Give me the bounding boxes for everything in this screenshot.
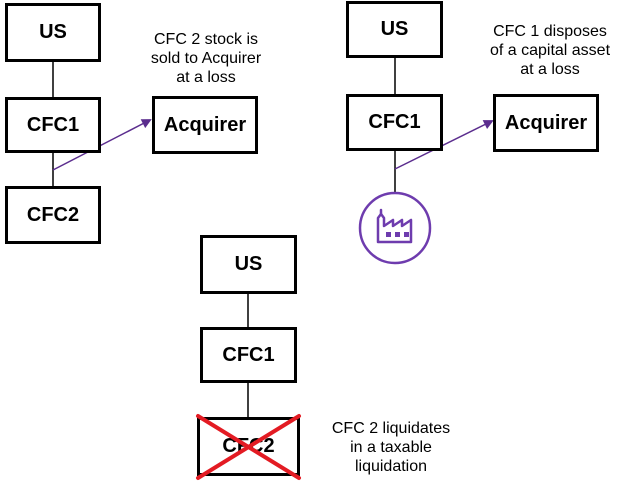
s2-us-label: US: [380, 18, 409, 40]
s2-us-box: US: [346, 1, 443, 58]
s2-acquirer-box: Acquirer: [493, 94, 599, 152]
factory-icon: [358, 191, 432, 265]
s1-cfc2-box: CFC2: [5, 186, 101, 244]
s2-note: CFC 1 disposes of a capital asset at a l…: [470, 22, 630, 79]
s1-note: CFC 2 stock is sold to Acquirer at a los…: [131, 30, 281, 87]
s3-us-label: US: [234, 253, 263, 275]
s2-note-line: of a capital asset: [489, 42, 611, 59]
s1-acquirer-box: Acquirer: [152, 96, 258, 154]
s2-acquirer-label: Acquirer: [504, 111, 588, 134]
s1-us-label: US: [39, 21, 67, 43]
s2-cfc1-box: CFC1: [346, 94, 443, 151]
s3-cfc2-box: CFC2: [197, 417, 300, 476]
s1-cfc1-label: CFC1: [26, 113, 80, 136]
s3-note-line: CFC 2 liquidates: [331, 420, 451, 437]
s1-note-line: CFC 2 stock is: [153, 31, 258, 48]
s3-cfc1-box: CFC1: [200, 327, 297, 383]
s3-us-box: US: [200, 235, 297, 294]
s3-note-line: in a taxable: [350, 439, 432, 456]
s1-cfc2-label: CFC2: [26, 203, 80, 226]
s3-note-line: liquidation: [354, 458, 428, 475]
s1-acquirer-label: Acquirer: [163, 113, 247, 136]
s2-note-line: CFC 1 disposes: [493, 23, 607, 40]
s3-cfc2-label: CFC2: [222, 435, 275, 457]
s3-cfc1-label: CFC1: [222, 343, 275, 366]
s3-note: CFC 2 liquidates in a taxable liquidatio…: [316, 419, 466, 476]
s2-note-line: at a loss: [520, 61, 580, 78]
s1-note-line: sold to Acquirer: [150, 50, 262, 67]
s1-us-box: US: [5, 3, 101, 62]
s1-note-line: at a loss: [176, 69, 236, 86]
s1-cfc1-box: CFC1: [5, 97, 101, 153]
s1-sale-arrow: [52, 119, 152, 171]
s2-disposal-arrow: [394, 120, 494, 170]
s2-cfc1-label: CFC1: [368, 111, 421, 133]
